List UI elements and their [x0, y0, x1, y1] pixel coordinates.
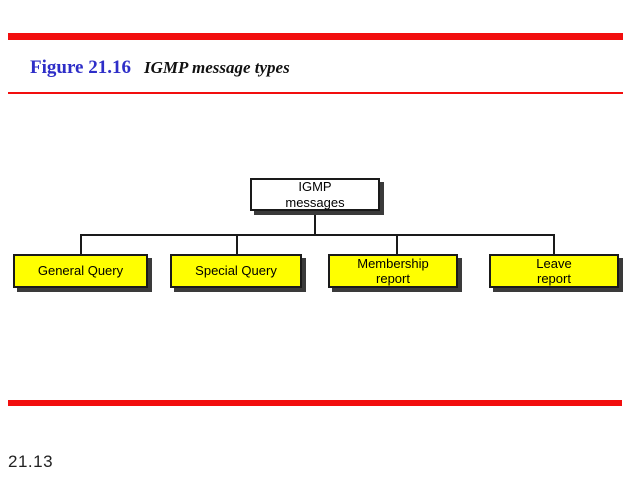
connector-cross-bar [80, 234, 555, 236]
connector-stub-special-query [236, 234, 238, 254]
title-underline [8, 92, 623, 94]
figure-label: Figure 21.16 [30, 57, 131, 78]
top-divider-bar [8, 33, 623, 40]
general-query-box: General Query [13, 254, 148, 288]
special-query-box: Special Query [170, 254, 302, 288]
leave-report-box: Leave report [489, 254, 619, 288]
connector-root-stem [314, 211, 316, 236]
page-number: 21.13 [8, 452, 54, 471]
connector-stub-leave-report [553, 234, 555, 254]
connector-stub-membership-report [396, 234, 398, 254]
connector-stub-general-query [80, 234, 82, 254]
footer-divider-bar [8, 400, 622, 406]
membership-report-box: Membership report [328, 254, 458, 288]
igmp-messages-box: IGMP messages [250, 178, 380, 211]
figure-title: IGMP message types [143, 58, 290, 77]
figure-heading: Figure 21.16 IGMP message types [30, 57, 290, 79]
